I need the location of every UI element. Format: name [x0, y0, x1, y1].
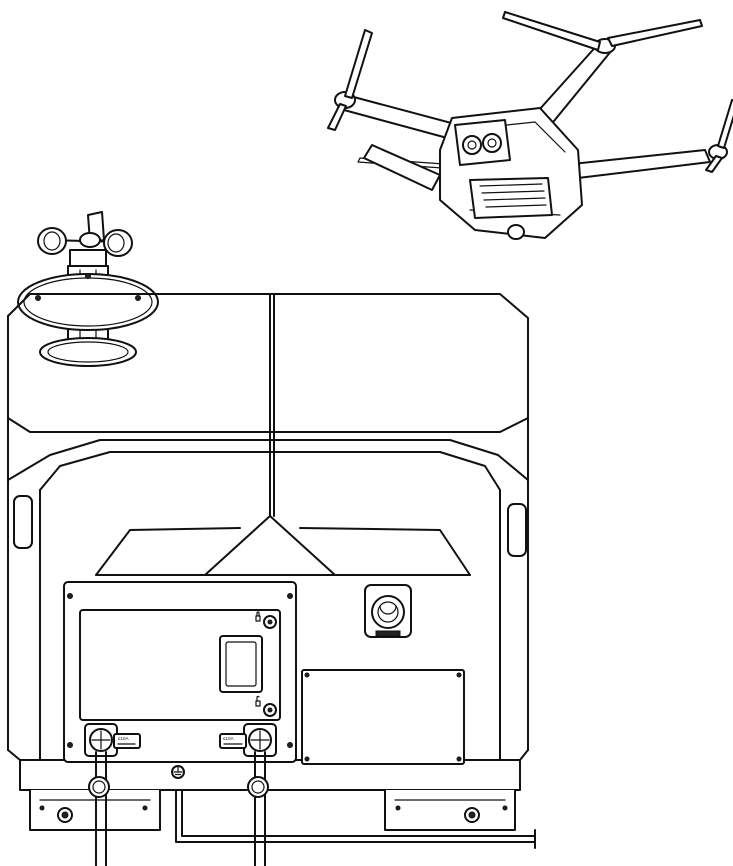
left-port-rating-label: ≤10A	[118, 736, 128, 741]
power-port-left: ≤10A	[84, 723, 141, 866]
lock-icon	[255, 611, 261, 622]
drone-icon	[327, 11, 733, 240]
control-panel	[63, 581, 297, 763]
dock-housing	[7, 293, 529, 791]
power-port-right: ≤10A	[219, 723, 277, 866]
ground-symbol-icon	[171, 765, 185, 779]
access-panel	[301, 669, 465, 765]
emergency-stop-icon	[364, 584, 412, 638]
ground-wire	[175, 789, 536, 849]
unlock-icon	[255, 695, 261, 707]
right-port-rating-label: ≤10A	[223, 736, 233, 741]
anemometer-icon	[17, 211, 159, 367]
